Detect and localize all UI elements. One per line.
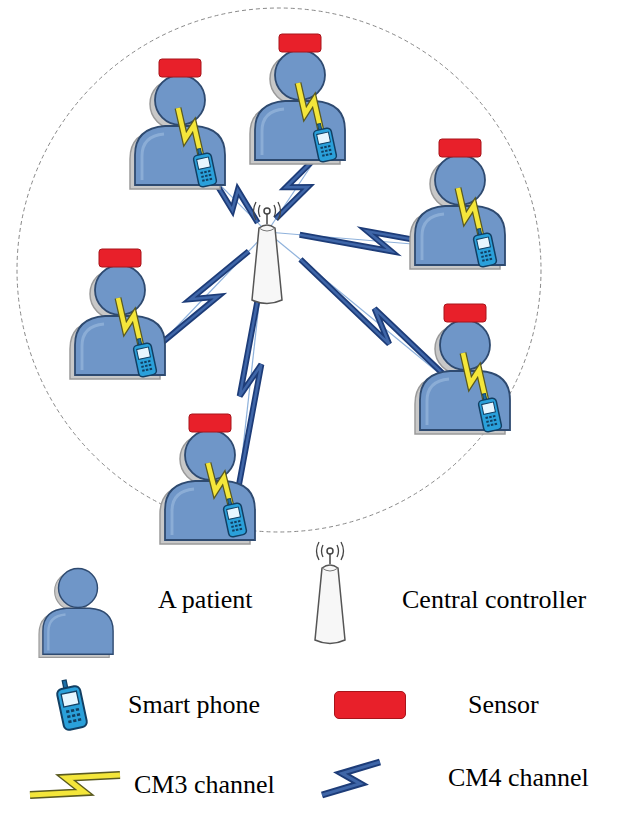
legend-label: CM3 channel [134,771,275,800]
legend-cm4-bolt [322,762,380,795]
legend-icons [30,542,380,795]
sensor-icon [444,304,486,322]
cm4-bolt [239,275,262,485]
patient-icon [130,75,225,189]
sensor-icon [99,249,141,267]
patient-icon [250,50,345,164]
legend-swatch [334,691,406,719]
phone-icon [192,147,218,188]
cm4-bolt [239,275,262,485]
patient-icon [410,155,505,269]
legend-label: A patient [158,586,253,615]
cm4-bolt [160,251,249,344]
central-controller [252,202,282,304]
legend-cm3-bolt [30,775,120,795]
cm4-bolt [160,251,249,344]
coverage-circle [17,8,541,532]
patient-icon [70,265,165,379]
phone-icon [312,122,338,163]
phone-icon [477,392,503,433]
legend-controller-icon [315,542,345,644]
patient-icon [160,430,255,544]
patient-icon [415,320,510,434]
sensor-icon [189,414,231,432]
legend-label: CM4 channel [448,764,589,793]
legend-cm3-bolt [30,775,120,795]
legend-label: Central controller [402,586,586,615]
sensor-icon [279,34,321,52]
sensor-icon [439,139,481,157]
phone-icon [222,497,248,538]
phones [132,122,503,538]
cm3-links [118,83,486,506]
phone-icon [132,337,158,378]
patients [70,34,510,544]
legend-label: Smart phone [128,691,260,720]
sensor-icon [159,59,201,77]
legend-patient-icon [39,569,113,658]
legend-phone-icon [55,678,88,731]
phone-icon [472,227,498,268]
legend-cm4-bolt [322,762,380,795]
cm4-bolt [276,155,318,219]
cm4-bolt [276,155,318,219]
legend-label: Sensor [468,691,539,720]
